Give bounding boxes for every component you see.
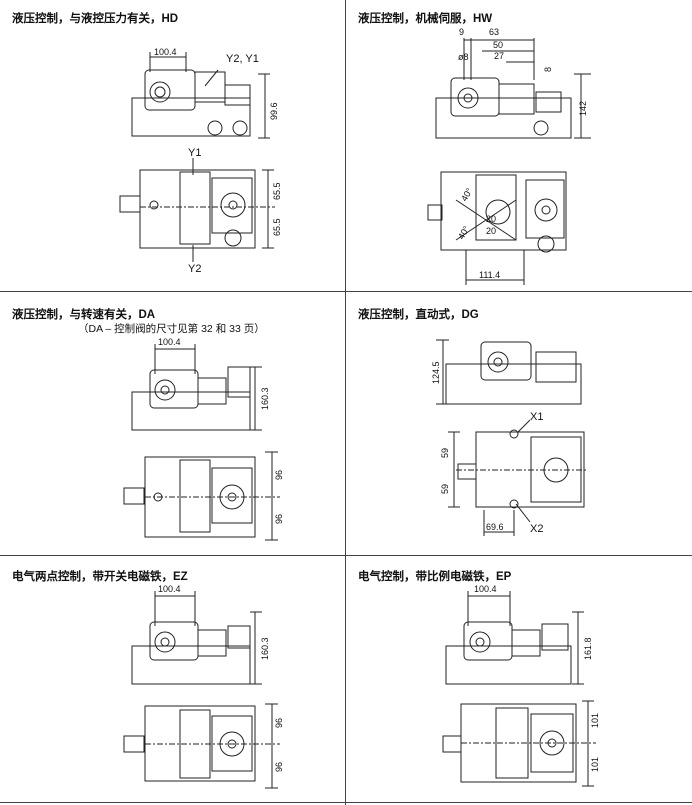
da-dim-top-height: 160.3 xyxy=(260,387,270,410)
hd-label-y1: Y1 xyxy=(188,147,201,159)
panel-title: 电气两点控制，带开关电磁铁，EZ xyxy=(12,571,188,583)
hw-top-housing xyxy=(435,97,572,139)
horizontal-divider-3 xyxy=(0,802,692,803)
hd-dim-top-width: 100.4 xyxy=(154,47,177,57)
panel-title: 液压控制，直动式，DG xyxy=(358,309,479,321)
ez-dim-bottom-upper: 96 xyxy=(274,718,284,728)
hw-dim-50: 50 xyxy=(493,40,503,50)
da-dim-top-width: 100.4 xyxy=(158,337,181,347)
hd-label-y2: Y2 xyxy=(188,263,201,275)
hw-dim-20a: 20 xyxy=(486,214,496,224)
dg-dim-bottom-lower: 59 xyxy=(440,484,450,494)
dg-drawing: 124.5 59 59 69.6 X1 X2 xyxy=(431,339,586,536)
hw-dim-8: 8 xyxy=(543,67,553,72)
hd-bottom-shaft xyxy=(119,195,141,213)
hd-label-y2y1: Y2, Y1 xyxy=(226,53,259,65)
hd-bottom-valve xyxy=(179,171,211,245)
hw-ang-40b: 40° xyxy=(456,224,472,241)
hw-dim-phi8: ø8 xyxy=(458,52,469,62)
hw-bottom-housing xyxy=(440,171,567,251)
panel-dg: 液压控制，直动式，DG 124.5 xyxy=(346,292,692,555)
ep-dim-top-height: 161.8 xyxy=(583,637,593,660)
hw-dim-top-height: 142 xyxy=(578,101,588,116)
panel-da: 液压控制，与转速有关，DA （DA – 控制阀的尺寸见第 32 和 33 页） xyxy=(0,292,346,555)
hd-top-housing xyxy=(131,97,251,137)
da-dim-bottom-upper: 96 xyxy=(274,470,284,480)
hd-dim-top-height: 99.6 xyxy=(269,102,279,120)
dg-dim-bottom-width: 69.6 xyxy=(486,522,504,532)
panel-title: 液压控制，机械伺服，HW xyxy=(358,13,493,25)
ep-dim-bottom-lower: 101 xyxy=(590,757,600,772)
hw-ang-40a: 40° xyxy=(459,186,475,203)
dg-label-x2: X2 xyxy=(530,523,543,535)
dg-dim-top-height: 124.5 xyxy=(431,361,441,384)
hd-drawing: 100.4 Y2, Y1 99.6 Y1 Y2 65.5 65.5 xyxy=(119,47,282,275)
panel-ep: 电气控制，带比例电磁铁，EP 100.4 161. xyxy=(346,556,692,802)
hw-dim-27: 27 xyxy=(494,51,504,61)
ez-dim-top-width: 100.4 xyxy=(158,584,181,594)
hw-dim-bottom-width: 111.4 xyxy=(479,270,500,280)
hw-dim-20b: 20 xyxy=(486,226,496,236)
hd-top-port xyxy=(149,81,171,103)
hd-dim-bottom-lower: 65.5 xyxy=(272,218,282,236)
panel-title: 电气控制，带比例电磁铁，EP xyxy=(358,571,512,583)
panel-hd: 液压控制，与液控压力有关，HD xyxy=(0,0,346,291)
dg-label-x1: X1 xyxy=(530,411,543,423)
panel-hw: 液压控制，机械伺服，HW xyxy=(346,0,692,291)
da-drawing: 100.4 160.3 96 96 xyxy=(123,337,284,541)
horizontal-divider-2 xyxy=(0,555,692,556)
ez-dim-bottom-lower: 96 xyxy=(274,762,284,772)
horizontal-divider-1 xyxy=(0,291,692,292)
panel-title: 液压控制，与转速有关，DA xyxy=(12,309,156,321)
dg-dim-bottom-upper: 59 xyxy=(440,448,450,458)
da-dim-bottom-lower: 96 xyxy=(274,514,284,524)
hd-bottom-housing xyxy=(139,169,256,249)
ez-dim-top-height: 160.3 xyxy=(260,637,270,660)
panel-subtitle: （DA – 控制阀的尺寸见第 32 和 33 页） xyxy=(78,323,265,335)
hw-dim-63: 63 xyxy=(489,27,499,37)
ep-dim-top-width: 100.4 xyxy=(474,584,497,594)
panel-ez: 电气两点控制，带开关电磁铁，EZ 100.4 16 xyxy=(0,556,346,802)
ep-drawing: 100.4 161.8 101 101 xyxy=(442,584,600,787)
hw-drawing: 9 63 50 27 ø8 8 142 40° 40° 20 20 111.4 xyxy=(427,27,591,285)
hw-dim-9: 9 xyxy=(459,27,464,37)
ez-drawing: 100.4 160.3 96 96 xyxy=(123,584,284,789)
panel-title: 液压控制，与液控压力有关，HD xyxy=(12,13,179,25)
hd-dim-bottom-upper: 65.5 xyxy=(272,182,282,200)
vertical-divider xyxy=(345,0,346,805)
ep-dim-bottom-upper: 101 xyxy=(590,713,600,728)
